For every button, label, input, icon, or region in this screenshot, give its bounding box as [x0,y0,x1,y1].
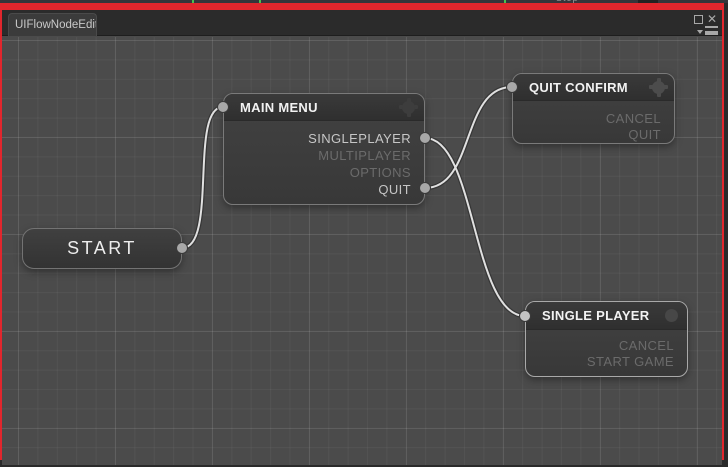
node-anchor-icon [399,97,418,117]
port-item-cancel[interactable]: CANCEL [605,111,661,126]
green-tick [259,0,261,3]
port-item-options[interactable]: OPTIONS [349,165,411,180]
wire-start-to-main-menu[interactable] [181,106,224,249]
uiflow-editor-window: UIFlowNodeEditor ✕ START MAIN MENU SINGL… [0,3,724,465]
port-singleplayer-output[interactable] [419,132,431,144]
port-item-multiplayer[interactable]: MULTIPLAYER [318,148,411,163]
editor-title-bar: UIFlowNodeEditor ✕ [2,10,722,36]
wires-layer [176,81,531,322]
port-item-quit[interactable]: QUIT [628,127,661,142]
pane-menu-icon[interactable] [705,26,718,35]
node-anchor-icon [664,308,679,323]
port-item-cancel[interactable]: CANCEL [618,338,674,353]
tab-uiflownodeeditor[interactable]: UIFlowNodeEditor [8,13,97,36]
port-quit-confirm-input[interactable] [506,81,518,93]
node-start-title: START [67,238,137,258]
node-single-player-title: SINGLE PLAYER [542,308,650,323]
toolbar-dark-block [638,0,658,3]
maximize-icon[interactable] [694,15,703,24]
node-main-menu[interactable]: MAIN MENU SINGLEPLAYER MULTIPLAYER OPTIO… [223,93,425,205]
pane-menu-caret-icon[interactable] [697,30,703,34]
node-quit-confirm[interactable]: QUIT CONFIRM CANCEL QUIT [512,73,675,144]
port-quit-output[interactable] [419,182,431,194]
obscured-toolbar-strip: Stop [0,0,728,3]
port-item-quit[interactable]: QUIT [378,182,411,197]
close-icon[interactable]: ✕ [706,12,718,26]
node-quit-confirm-header[interactable]: QUIT CONFIRM [513,74,674,101]
node-start[interactable]: START [22,228,182,269]
port-start-output[interactable] [176,242,188,254]
port-item-start-game[interactable]: START GAME [586,354,674,369]
port-main-menu-input[interactable] [217,101,229,113]
wire-quit-to-quit-confirm[interactable] [424,86,513,189]
toolbar-partial-text: Stop [556,0,579,3]
port-single-player-input[interactable] [519,310,531,322]
port-item-singleplayer[interactable]: SINGLEPLAYER [308,131,411,146]
node-quit-confirm-title: QUIT CONFIRM [529,79,628,95]
node-single-player[interactable]: SINGLE PLAYER CANCEL START GAME [525,301,688,377]
green-tick [192,0,194,3]
node-single-player-header[interactable]: SINGLE PLAYER [526,302,687,330]
node-graph-canvas[interactable]: START MAIN MENU SINGLEPLAYER MULTIPLAYER… [2,37,722,465]
node-anchor-icon [649,77,668,97]
wire-singleplayer-to-single-player[interactable] [424,137,526,317]
node-main-menu-title: MAIN MENU [240,99,318,115]
node-main-menu-header[interactable]: MAIN MENU [224,94,424,121]
green-tick [504,0,506,3]
